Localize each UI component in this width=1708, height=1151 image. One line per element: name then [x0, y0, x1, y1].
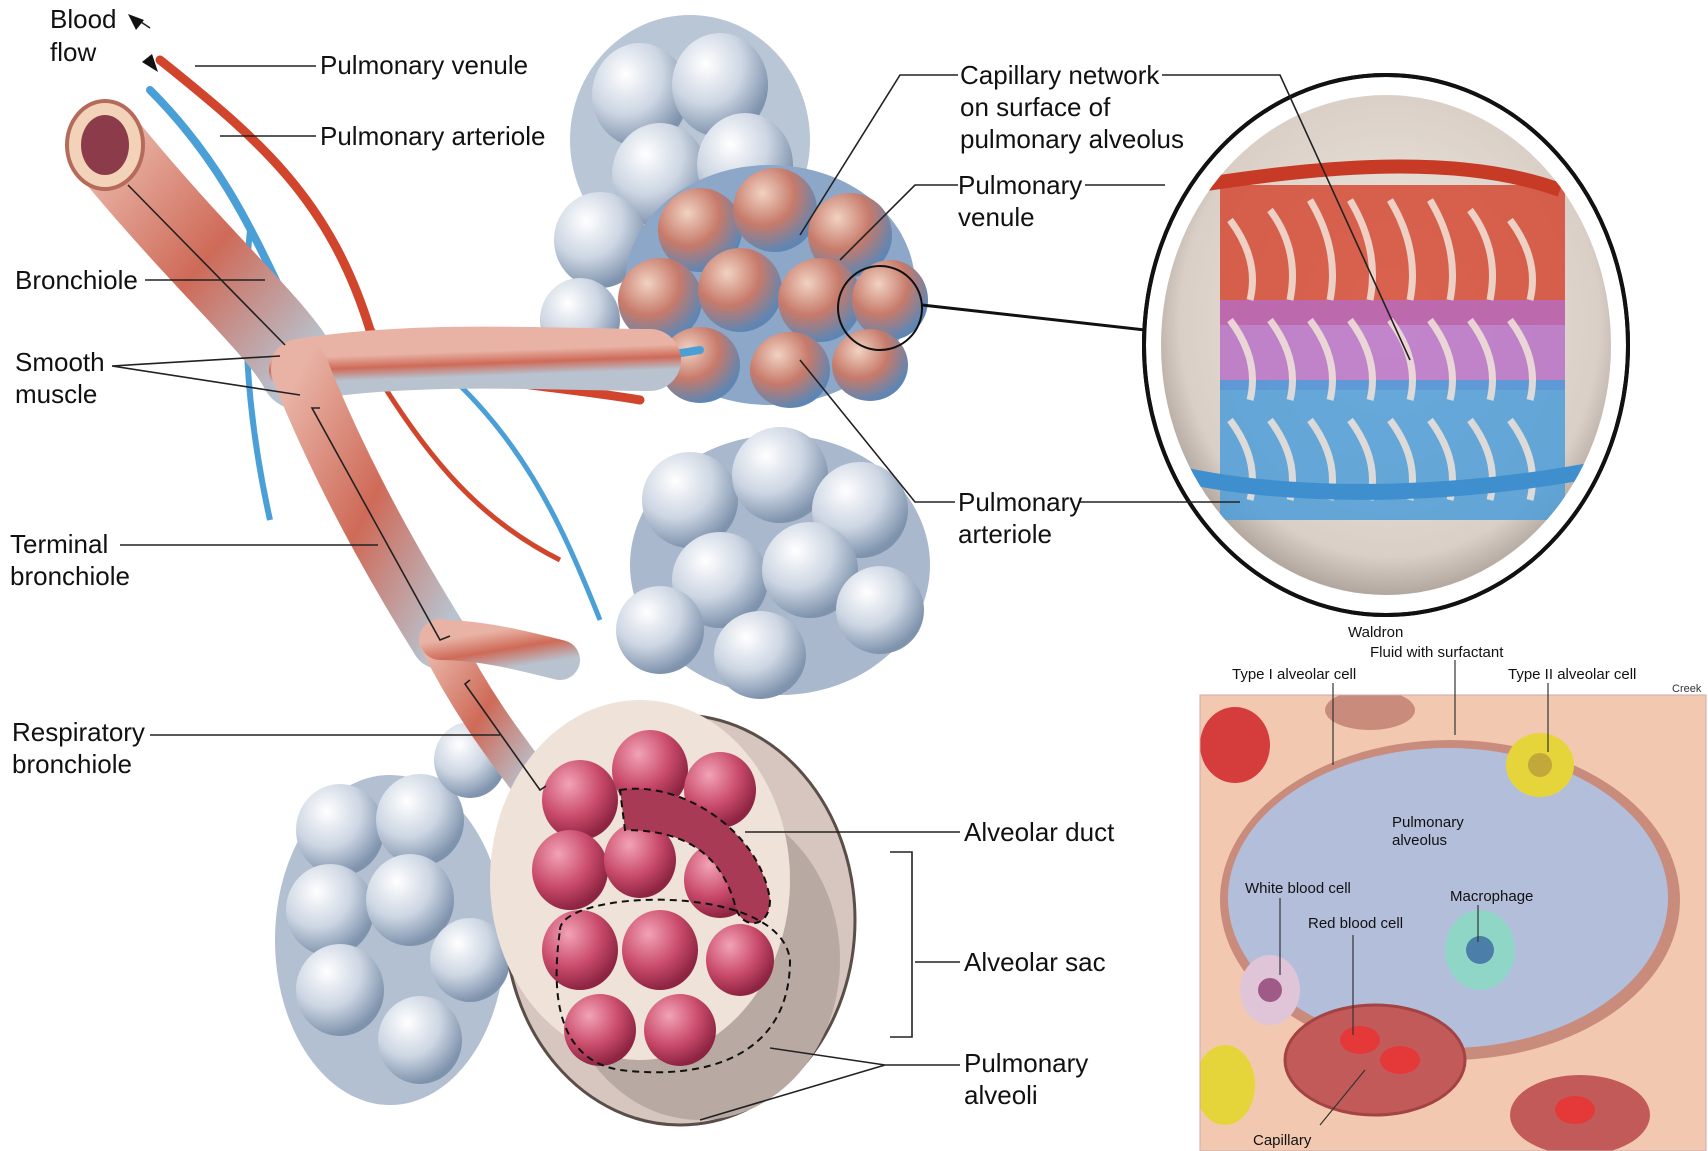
- label-capillary-network-3: pulmonary alveolus: [960, 124, 1184, 154]
- inset-label-pulmonary-alveolus-2: alveolus: [1392, 832, 1447, 849]
- label-respiratory-bronchiole-2: bronchiole: [12, 749, 132, 779]
- label-bronchiole: Bronchiole: [15, 265, 138, 295]
- label-pulmonary-venule-right-2: venule: [958, 202, 1035, 232]
- label-smooth-muscle-1: Smooth: [15, 347, 105, 377]
- label-terminal-bronchiole-1: Terminal: [10, 529, 108, 559]
- alveolar-sac-illustration: [490, 700, 855, 1125]
- label-pulmonary-arteriole-top: Pulmonary arteriole: [320, 121, 545, 151]
- label-pulmonary-alveoli-2: alveoli: [964, 1080, 1038, 1110]
- alveolar-cluster-bottom-left: [275, 722, 510, 1105]
- inset-label-white-blood-cell: White blood cell: [1245, 880, 1351, 897]
- alveolar-sac-bracket: [890, 852, 912, 1037]
- inset-label-red-blood-cell: Red blood cell: [1308, 915, 1403, 932]
- inset-label-type1-cell: Type I alveolar cell: [1232, 666, 1356, 683]
- bronchial-tree-illustration: [67, 15, 930, 1125]
- label-blood-flow-1: Blood: [50, 4, 117, 34]
- bronchiole-tubes: [67, 101, 650, 780]
- label-capillary-network-1: Capillary network: [960, 60, 1160, 90]
- alveolar-cluster-mid-right: [616, 427, 930, 699]
- credit-creek: Creek: [1672, 683, 1702, 695]
- label-smooth-muscle-2: muscle: [15, 379, 97, 409]
- label-pulmonary-arteriole-right-2: arteriole: [958, 519, 1052, 549]
- label-pulmonary-arteriole-right-1: Pulmonary: [958, 487, 1082, 517]
- credit-waldron: Waldron: [1348, 624, 1403, 641]
- label-respiratory-bronchiole-1: Respiratory: [12, 717, 145, 747]
- label-pulmonary-alveoli-1: Pulmonary: [964, 1048, 1088, 1078]
- label-terminal-bronchiole-2: bronchiole: [10, 561, 130, 591]
- label-alveolar-duct: Alveolar duct: [964, 817, 1115, 847]
- inset-label-macrophage: Macrophage: [1450, 888, 1533, 905]
- alveolus-cross-section-inset: [1195, 690, 1706, 1151]
- inset-label-type2-cell: Type II alveolar cell: [1508, 666, 1636, 683]
- label-alveolar-sac: Alveolar sac: [964, 947, 1106, 977]
- label-blood-flow-2: flow: [50, 37, 96, 67]
- label-pulmonary-venule-top: Pulmonary venule: [320, 50, 528, 80]
- inset-label-fluid-surfactant: Fluid with surfactant: [1370, 644, 1504, 661]
- label-capillary-network-2: on surface of: [960, 92, 1111, 122]
- inset-label-pulmonary-alveolus-1: Pulmonary: [1392, 814, 1464, 831]
- label-pulmonary-venule-right-1: Pulmonary: [958, 170, 1082, 200]
- inset-label-capillary: Capillary: [1253, 1132, 1312, 1149]
